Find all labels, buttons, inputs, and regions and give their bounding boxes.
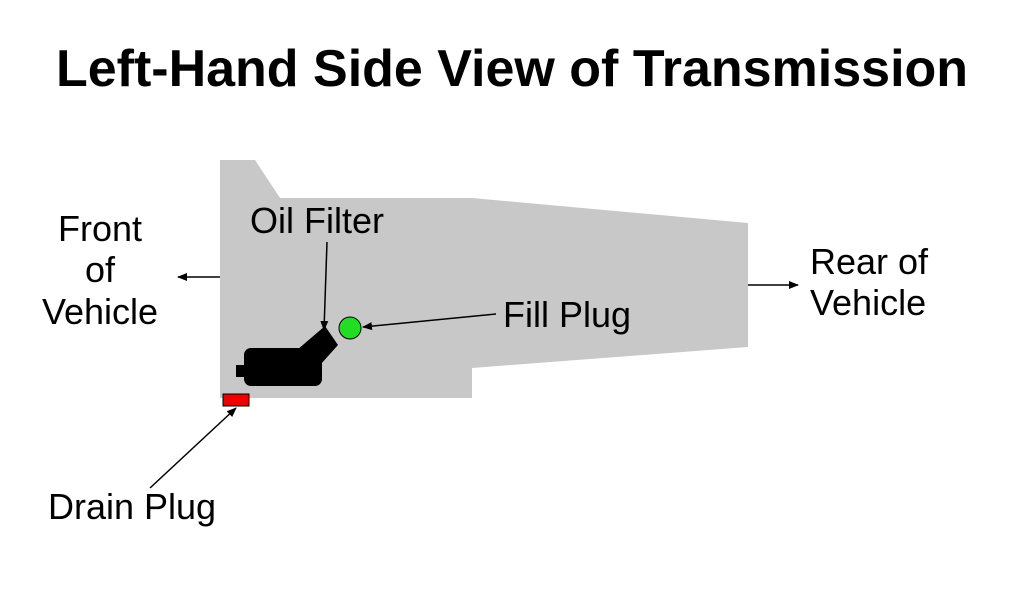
fill-plug-label: Fill Plug [503,294,632,335]
front-of-vehicle-label: Front of Vehicle [20,208,180,332]
drain-plug-shape [222,393,250,407]
front-label-line-1: Front [57,208,143,249]
oil-filter-arrow [320,241,329,331]
drain-plug-label: Drain Plug [48,486,217,527]
oil-filter-label: Oil Filter [250,200,384,241]
rear-label-line-2: Vehicle [810,282,927,324]
rear-label-line-1: Rear of [810,241,929,282]
page-title: Left-Hand Side View of Transmission [55,40,969,98]
fill-plug-arrow [362,313,497,331]
front-label-line-3: Vehicle [41,290,159,332]
fill-plug-shape [338,316,362,340]
rear-of-vehicle-label: Rear of Vehicle [810,241,960,324]
front-label-line-2: of [84,249,116,291]
drain-plug-arrow [149,407,237,489]
oil-filter-shape [236,326,338,386]
